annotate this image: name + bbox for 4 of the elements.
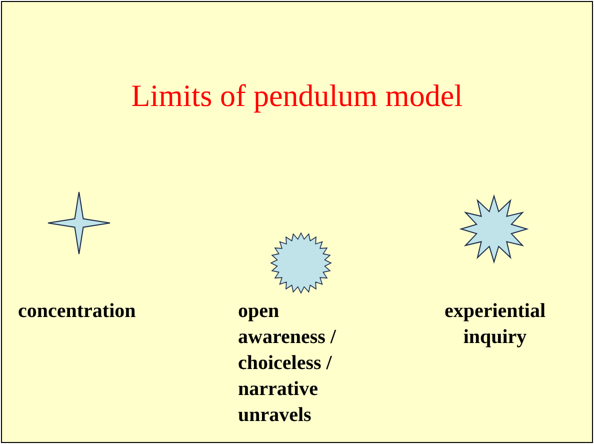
- title: Limits of pendulum model: [130, 78, 464, 114]
- caption-text: experiential inquiry: [443, 299, 547, 350]
- caption-text: open awareness / choiceless / narrative unravels: [238, 299, 337, 428]
- caption-text: concentration: [18, 299, 137, 324]
